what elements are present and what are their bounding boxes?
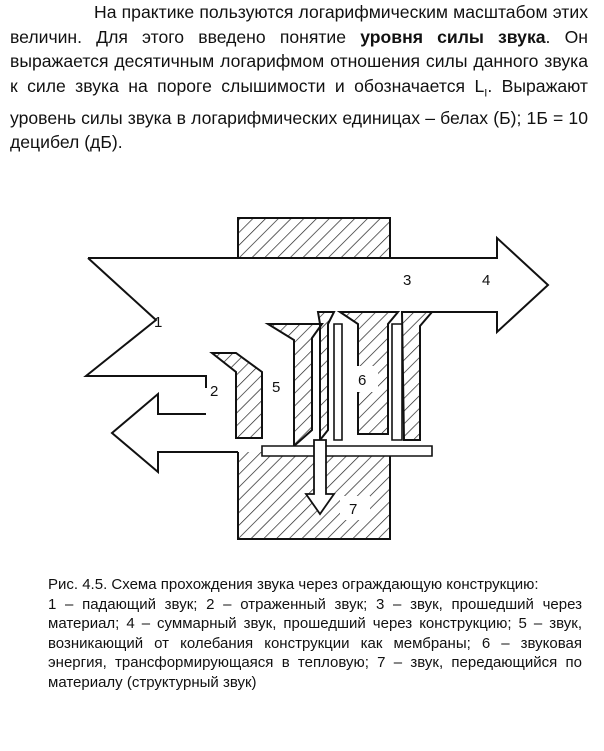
reflector-hatched [209,352,263,439]
label-total: 4 [482,272,490,289]
paragraph-text-part2: . Он выражается десятичным логарифмом от… [10,26,588,96]
arrow-outline-top [88,235,550,335]
paragraph-text-part3: . Выражают уровень силы звука в логарифм… [10,75,588,153]
label-structural: 7 [349,501,357,518]
inner-channel-mid [316,311,336,443]
label-heat: 6 [358,372,366,389]
sound-transmission-diagram: 1 2 3 4 5 6 7 [83,217,550,540]
arrow-outline-entry [83,257,207,388]
label-patch-6 [350,366,378,392]
caption-title: Рис. 4.5. Схема прохождения звука через … [48,576,539,593]
channel-path-white [333,323,403,441]
bottom-band [261,445,433,457]
caption-legend: 1 – падающий звук; 2 – отраженный звук; … [48,595,582,691]
figure-caption: Рис. 4.5. Схема прохождения звука через … [48,575,582,693]
body-paragraph: На практике пользуются логарифмическим м… [10,0,588,155]
inner-channel-right [400,311,435,441]
label-incident: 1 [154,314,162,331]
paragraph-text-part1: На практике пользуются логарифмическим м… [10,2,588,47]
subscript-index: I [484,87,488,100]
label-reflected: 2 [210,383,218,400]
label-transmitted: 3 [403,272,411,289]
bold-term: уровня силы звука [360,26,546,47]
incident-transmitted-arrow [88,238,548,452]
label-patch-7 [340,496,370,520]
reflected-arrow [110,391,238,475]
label-membrane: 5 [272,379,280,396]
structural-sound-arrow [304,439,336,516]
